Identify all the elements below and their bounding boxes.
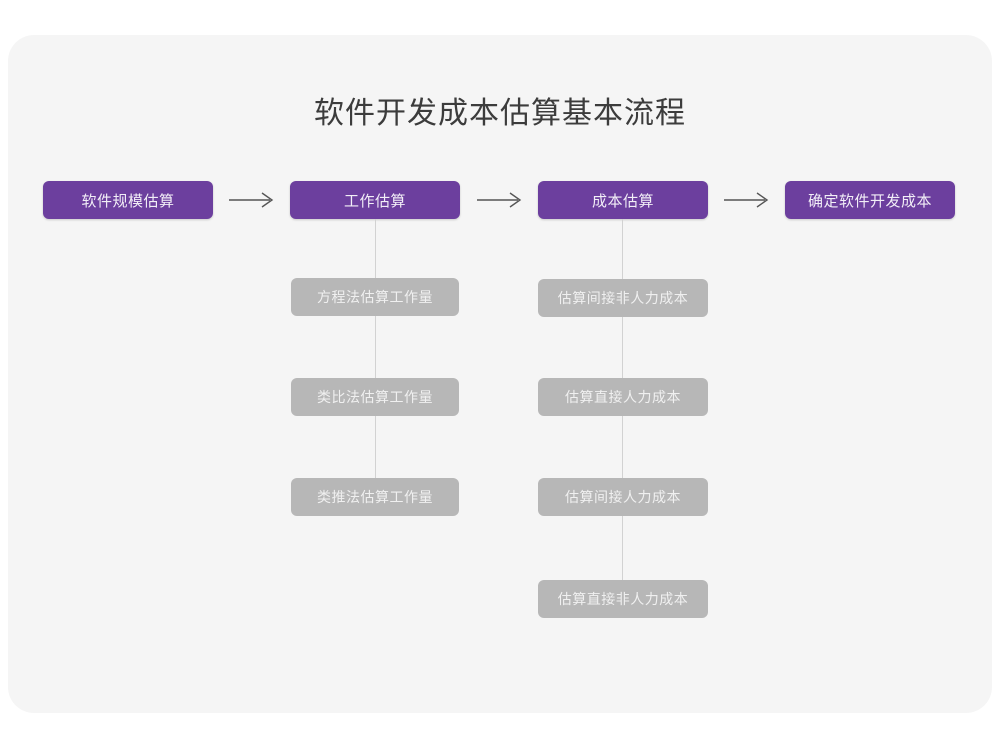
connector-line-effort-3 <box>375 416 376 478</box>
substep-node-label: 估算间接人力成本 <box>565 489 681 505</box>
substep-node-indirect-labor-cost[interactable]: 估算间接人力成本 <box>538 478 708 516</box>
substep-node-direct-labor-cost[interactable]: 估算直接人力成本 <box>538 378 708 416</box>
stage-node-software-scale-estimation[interactable]: 软件规模估算 <box>43 181 213 219</box>
content-card <box>8 35 992 713</box>
substep-node-label: 估算直接人力成本 <box>565 389 681 405</box>
substep-node-label: 类比法估算工作量 <box>317 389 433 405</box>
arrow-right-icon-stage1-stage2 <box>228 190 278 210</box>
substep-node-label: 方程法估算工作量 <box>317 289 433 305</box>
substep-node-analogical-method-effort[interactable]: 类推法估算工作量 <box>291 478 459 516</box>
stage-node-label: 工作估算 <box>343 192 406 210</box>
arrow-right-icon-stage3-stage4 <box>723 190 773 210</box>
connector-line-effort-1 <box>375 219 376 278</box>
substep-node-equation-method-effort[interactable]: 方程法估算工作量 <box>291 278 459 316</box>
substep-node-label: 类推法估算工作量 <box>317 489 433 505</box>
stage-node-label: 软件规模估算 <box>81 192 175 210</box>
connector-line-cost-4 <box>622 516 623 580</box>
substep-node-analogy-method-effort[interactable]: 类比法估算工作量 <box>291 378 459 416</box>
substep-node-direct-non-labor-cost[interactable]: 估算直接非人力成本 <box>538 580 708 618</box>
connector-line-cost-3 <box>622 416 623 478</box>
substep-node-indirect-non-labor-cost[interactable]: 估算间接非人力成本 <box>538 279 708 317</box>
page-title: 软件开发成本估算基本流程 <box>314 97 686 130</box>
stage-node-label: 成本估算 <box>591 192 654 210</box>
substep-node-label: 估算间接非人力成本 <box>557 290 689 306</box>
arrow-right-icon-stage2-stage3 <box>476 190 526 210</box>
stage-node-determine-development-cost[interactable]: 确定软件开发成本 <box>785 181 955 219</box>
stage-node-effort-estimation[interactable]: 工作估算 <box>290 181 460 219</box>
stage-node-label: 确定软件开发成本 <box>807 192 932 210</box>
stage-node-cost-estimation[interactable]: 成本估算 <box>538 181 708 219</box>
connector-line-cost-1 <box>622 219 623 279</box>
connector-line-cost-2 <box>622 317 623 378</box>
substep-node-label: 估算直接非人力成本 <box>557 591 689 607</box>
connector-line-effort-2 <box>375 316 376 378</box>
